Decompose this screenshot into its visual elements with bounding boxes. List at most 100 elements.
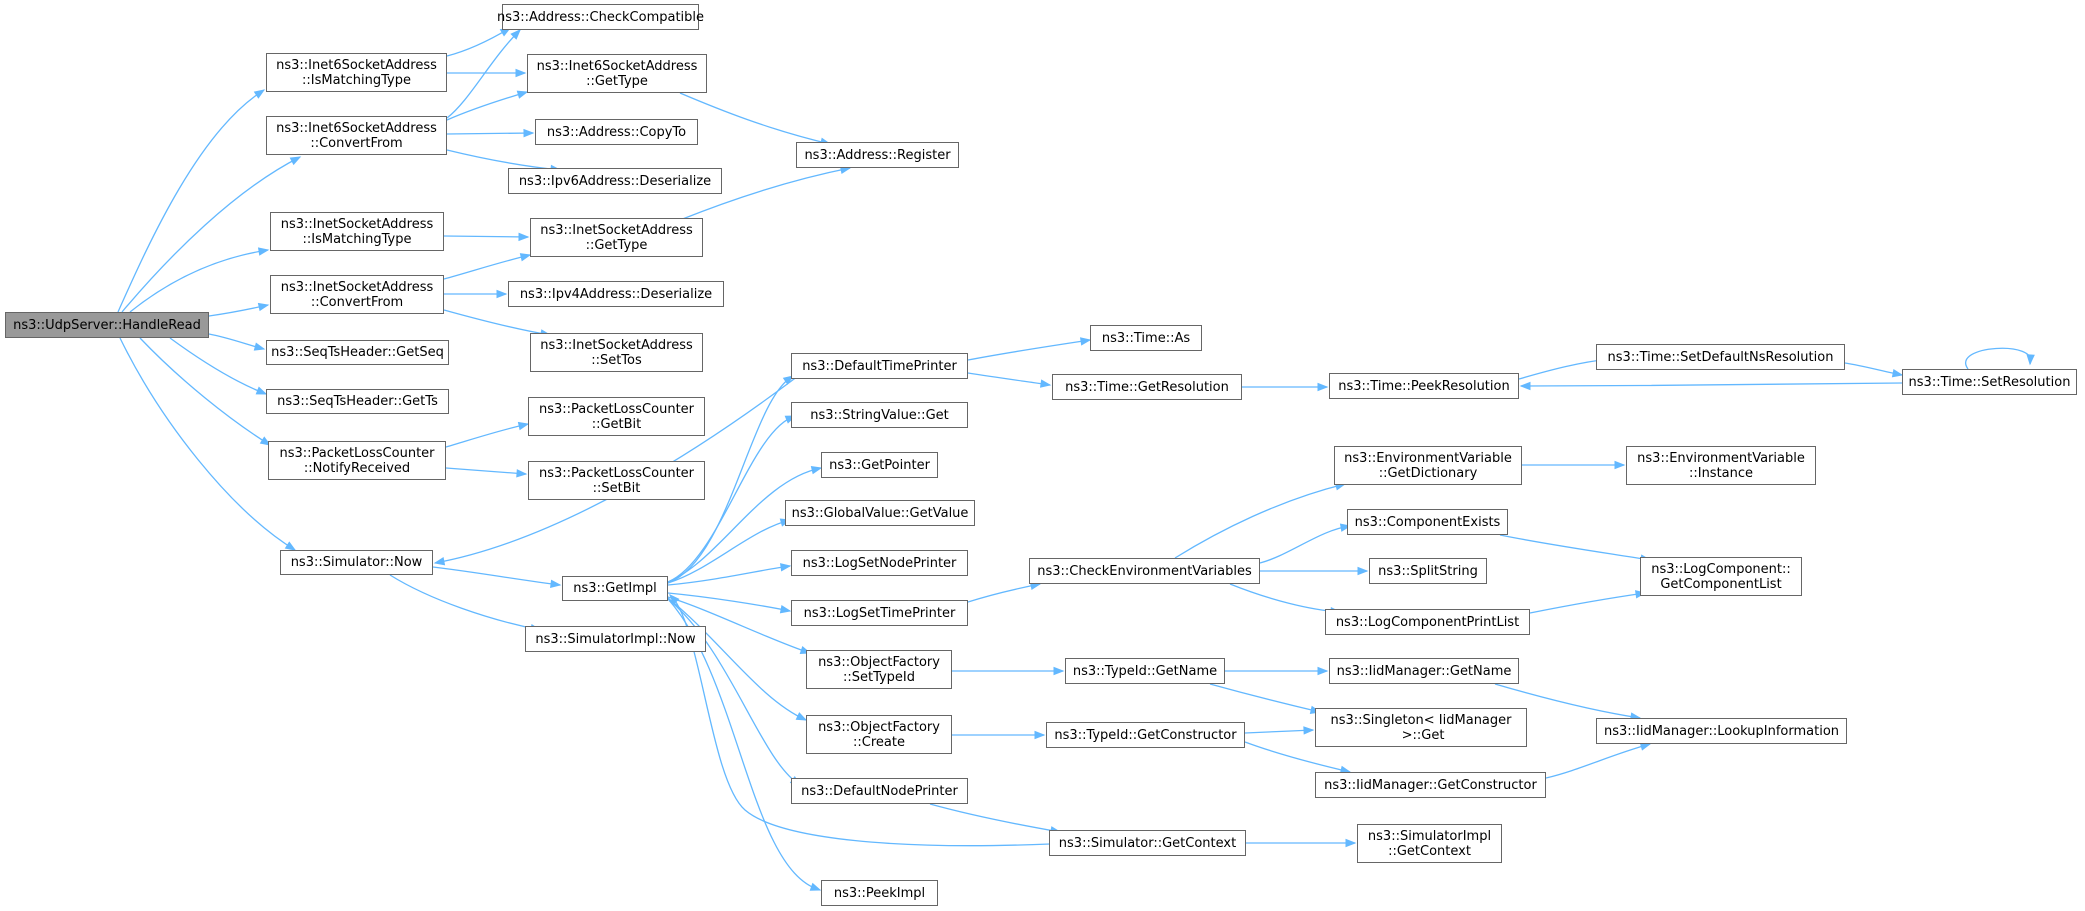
node-ipv4-deserialize[interactable]: ns3::Ipv4Address::Deserialize — [508, 281, 724, 307]
edge-udp-handle-read-to-inet-convert-from-arrowhead — [257, 302, 270, 312]
edge-plc-notify-received-to-plc-get-bit — [445, 423, 529, 448]
edge-get-impl-to-log-set-time-printer — [667, 592, 791, 612]
edge-env-get-dictionary-to-env-instance-arrowhead — [1614, 460, 1626, 470]
node-iid-manager-lookup[interactable]: ns3::IidManager::LookupInformation — [1596, 718, 1847, 744]
node-simulator-impl-get-context[interactable]: ns3::SimulatorImpl ::GetContext — [1357, 824, 1502, 863]
node-global-value-get-value[interactable]: ns3::GlobalValue::GetValue — [785, 500, 975, 526]
node-simulator-now[interactable]: ns3::Simulator::Now — [280, 550, 433, 575]
node-time-get-resolution[interactable]: ns3::Time::GetResolution — [1052, 374, 1242, 400]
node-peek-impl[interactable]: ns3::PeekImpl — [821, 880, 938, 906]
edge-plc-notify-received-to-plc-set-bit — [445, 467, 527, 475]
node-inet-set-tos[interactable]: ns3::InetSocketAddress ::SetTos — [530, 333, 703, 372]
edge-default-time-printer-to-time-as-arrowhead — [1079, 337, 1092, 346]
node-address-check-compatible[interactable]: ns3::Address::CheckCompatible — [497, 4, 704, 30]
edge-check-environment-variables-to-component-exists — [1259, 525, 1351, 564]
node-simulator-impl-now[interactable]: ns3::SimulatorImpl::Now — [525, 626, 706, 652]
edge-inet-convert-from-to-inet-set-tos — [443, 309, 551, 336]
node-log-set-time-printer[interactable]: ns3::LogSetTimePrinter — [791, 600, 968, 626]
edge-udp-handle-read-to-inet6-convert-from — [121, 156, 301, 313]
node-time-set-resolution[interactable]: ns3::Time::SetResolution — [1902, 369, 2077, 395]
node-typeid-get-name[interactable]: ns3::TypeId::GetName — [1065, 658, 1225, 684]
node-inet-convert-from[interactable]: ns3::InetSocketAddress ::ConvertFrom — [270, 275, 444, 314]
node-iid-manager-get-constructor[interactable]: ns3::IidManager::GetConstructor — [1315, 772, 1546, 798]
node-inet6-get-type[interactable]: ns3::Inet6SocketAddress ::GetType — [527, 54, 707, 93]
edge-typeid-get-constructor-to-singleton-get — [1244, 729, 1314, 734]
node-default-time-printer[interactable]: ns3::DefaultTimePrinter — [791, 353, 968, 379]
edge-get-impl-to-log-set-time-printer-arrowhead — [779, 605, 792, 614]
edge-udp-handle-read-to-inet6-is-matching-arrowhead — [253, 89, 266, 99]
edge-plc-notify-received-to-plc-set-bit-arrowhead — [516, 469, 528, 478]
edge-default-time-printer-to-time-get-resolution-arrowhead — [1039, 379, 1052, 388]
edge-iid-manager-get-constructor-to-iid-manager-lookup-arrowhead — [1639, 742, 1652, 751]
edge-typeid-get-name-to-singleton-get — [1209, 683, 1321, 713]
edge-default-node-printer-to-simulator-get-context — [929, 803, 1061, 833]
edge-time-set-resolution-to-time-peek-resolution-arrowhead — [1519, 381, 1531, 391]
edge-check-environment-variables-to-env-get-dictionary — [1174, 483, 1346, 559]
node-singleton-get[interactable]: ns3::Singleton< IidManager >::Get — [1315, 708, 1527, 747]
node-inet6-is-matching[interactable]: ns3::Inet6SocketAddress ::IsMatchingType — [266, 53, 447, 92]
edge-plc-notify-received-to-plc-get-bit-arrowhead — [517, 421, 530, 431]
node-object-factory-set-type-id[interactable]: ns3::ObjectFactory ::SetTypeId — [806, 650, 952, 689]
node-log-component-get-list[interactable]: ns3::LogComponent:: GetComponentList — [1640, 557, 1802, 596]
node-address-copy-to[interactable]: ns3::Address::CopyTo — [535, 119, 698, 145]
edge-inet6-convert-from-to-address-copy-to — [446, 132, 534, 135]
node-string-value-get[interactable]: ns3::StringValue::Get — [791, 402, 968, 428]
edge-time-set-default-ns-resolution-to-time-set-resolution-arrowhead — [1891, 369, 1904, 378]
edge-simulator-now-to-get-impl — [432, 566, 561, 586]
edge-udp-handle-read-to-seqts-get-ts — [169, 337, 267, 395]
node-plc-notify-received[interactable]: ns3::PacketLossCounter ::NotifyReceived — [268, 441, 446, 480]
node-default-node-printer[interactable]: ns3::DefaultNodePrinter — [791, 778, 968, 804]
node-plc-get-bit[interactable]: ns3::PacketLossCounter ::GetBit — [528, 397, 705, 436]
edge-udp-handle-read-to-inet6-is-matching — [117, 89, 265, 313]
node-inet-is-matching[interactable]: ns3::InetSocketAddress ::IsMatchingType — [270, 212, 444, 251]
node-get-impl[interactable]: ns3::GetImpl — [562, 576, 668, 601]
edge-simulator-get-context-to-get-impl — [669, 594, 1051, 847]
node-log-set-node-printer[interactable]: ns3::LogSetNodePrinter — [791, 550, 968, 576]
edge-inet-convert-from-to-ipv4-deserialize-arrowhead — [496, 289, 508, 299]
node-inet6-convert-from[interactable]: ns3::Inet6SocketAddress ::ConvertFrom — [266, 116, 447, 155]
edge-inet-convert-from-to-inet-get-type-arrowhead — [519, 253, 532, 262]
edge-get-impl-to-get-pointer — [667, 467, 822, 583]
edge-time-set-resolution-to-time-set-resolution — [1965, 347, 2032, 370]
edge-default-time-printer-to-time-get-resolution — [967, 372, 1051, 386]
edge-simulator-now-to-simulator-impl-now — [389, 574, 541, 631]
node-time-peek-resolution[interactable]: ns3::Time::PeekResolution — [1329, 373, 1519, 399]
edge-check-environment-variables-to-split-string-arrowhead — [1357, 566, 1369, 576]
node-ipv6-deserialize[interactable]: ns3::Ipv6Address::Deserialize — [508, 168, 722, 194]
node-env-instance[interactable]: ns3::EnvironmentVariable ::Instance — [1626, 446, 1816, 485]
edge-inet6-convert-from-to-ipv6-deserialize — [446, 149, 561, 171]
node-udp-handle-read: ns3::UdpServer::HandleRead — [5, 312, 209, 338]
node-get-pointer[interactable]: ns3::GetPointer — [821, 452, 938, 478]
node-simulator-get-context[interactable]: ns3::Simulator::GetContext — [1049, 830, 1246, 856]
edge-get-impl-to-string-value-get — [667, 415, 796, 583]
edge-check-environment-variables-to-log-component-print-list — [1229, 583, 1341, 613]
node-split-string[interactable]: ns3::SplitString — [1369, 558, 1487, 584]
node-seqts-get-ts[interactable]: ns3::SeqTsHeader::GetTs — [266, 389, 449, 414]
node-seqts-get-seq[interactable]: ns3::SeqTsHeader::GetSeq — [266, 340, 449, 365]
node-log-component-print-list[interactable]: ns3::LogComponentPrintList — [1325, 609, 1530, 635]
node-env-get-dictionary[interactable]: ns3::EnvironmentVariable ::GetDictionary — [1334, 446, 1522, 485]
node-plc-set-bit[interactable]: ns3::PacketLossCounter ::SetBit — [528, 461, 705, 500]
edge-iid-manager-get-constructor-to-iid-manager-lookup — [1545, 743, 1651, 779]
node-iid-manager-get-name[interactable]: ns3::IidManager::GetName — [1329, 658, 1519, 684]
node-typeid-get-constructor[interactable]: ns3::TypeId::GetConstructor — [1046, 722, 1245, 748]
node-component-exists[interactable]: ns3::ComponentExists — [1347, 509, 1508, 535]
edge-get-impl-to-object-factory-create — [667, 597, 807, 721]
node-address-register[interactable]: ns3::Address::Register — [796, 142, 959, 168]
node-time-set-default-ns-resolution[interactable]: ns3::Time::SetDefaultNsResolution — [1596, 344, 1845, 370]
edge-udp-handle-read-to-seqts-get-ts-arrowhead — [255, 386, 268, 395]
edge-udp-handle-read-to-inet6-convert-from-arrowhead — [289, 156, 302, 166]
edge-default-time-printer-to-simulator-now-arrowhead — [433, 557, 446, 566]
node-object-factory-create[interactable]: ns3::ObjectFactory ::Create — [806, 715, 952, 754]
edge-log-set-time-printer-to-check-environment-variables — [967, 583, 1041, 603]
edge-simulator-get-context-to-simulator-impl-get-context-arrowhead — [1345, 838, 1357, 848]
node-check-environment-variables[interactable]: ns3::CheckEnvironmentVariables — [1029, 558, 1260, 584]
edge-get-impl-to-global-value-get-value — [667, 519, 791, 584]
edge-udp-handle-read-to-plc-notify-received-arrowhead — [259, 436, 272, 446]
node-inet-get-type[interactable]: ns3::InetSocketAddress ::GetType — [530, 218, 703, 257]
edge-inet-convert-from-to-inet-get-type — [443, 254, 531, 280]
edge-component-exists-to-log-component-get-list — [1499, 534, 1651, 561]
node-time-as[interactable]: ns3::Time::As — [1090, 325, 1202, 351]
edge-inet6-convert-from-to-address-check-compatible-arrowhead — [510, 29, 521, 40]
